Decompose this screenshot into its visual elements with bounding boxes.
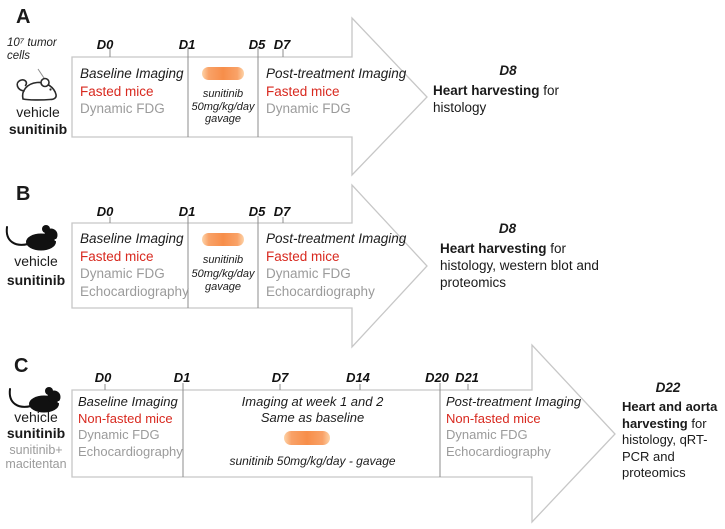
panel-c-week-imaging-note: Imaging at week 1 and 2 Same as baseline xyxy=(241,394,384,425)
day-label-c-d7: D7 xyxy=(271,370,289,385)
endpoint-day-a: D8 xyxy=(499,63,517,78)
panel-a-treatment-block: sunitinib 50mg/kg/day gavage xyxy=(191,88,255,125)
panel-a-label: A xyxy=(16,6,31,28)
day-label-c-d14: D14 xyxy=(346,370,370,385)
group-macitentan-c: macitentan xyxy=(5,457,67,471)
panel-b-label: B xyxy=(16,183,31,205)
panel-c-posttreatment-block: Post-treatment Imaging Non-fasted mice D… xyxy=(446,394,582,459)
group-vehicle-c: vehicle xyxy=(14,409,58,425)
panel-a-arrow-outline xyxy=(71,16,428,177)
group-sunitinib-a: sunitinib xyxy=(8,121,68,137)
mouse-outline-icon xyxy=(16,77,57,101)
day-label-c-d21: D21 xyxy=(455,370,479,385)
panel-c-label: C xyxy=(14,355,29,377)
day-label-b-d5: D5 xyxy=(248,204,266,219)
pill-icon xyxy=(284,431,330,445)
panel-b-posttreatment-block: Post-treatment Imaging Fasted mice Dynam… xyxy=(266,231,407,299)
endpoint-text-b: Heart harvesting for histology, western … xyxy=(440,241,599,290)
day-label-c-d0: D0 xyxy=(94,370,112,385)
group-sunitinib-c: sunitinib xyxy=(6,425,66,441)
panel-c-endpoint: D22 Heart and aorta harvesting for histo… xyxy=(622,380,725,482)
panel-b-treatment-block: sunitinib 50mg/kg/day gavage xyxy=(191,254,255,293)
group-vehicle-b: vehicle xyxy=(14,253,58,269)
mouse-silhouette-icon xyxy=(5,225,58,251)
group-sunitinib-plus-c: sunitinib+ xyxy=(9,443,63,457)
mouse-silhouette-icon xyxy=(8,387,61,413)
endpoint-text-c: Heart and aorta harvesting for histology… xyxy=(622,399,718,480)
day-label-c-d1: D1 xyxy=(173,370,191,385)
day-label-b-d1: D1 xyxy=(178,204,196,219)
panel-b-endpoint: D8 Heart harvesting for histology, weste… xyxy=(440,221,615,291)
group-sunitinib-b: sunitinib xyxy=(6,272,66,288)
pill-icon xyxy=(202,67,244,80)
day-label-a-d7: D7 xyxy=(273,37,291,52)
panel-b-arrow-outline xyxy=(71,183,428,349)
panel-c-treatment-line: sunitinib 50mg/kg/day - gavage xyxy=(229,454,396,468)
endpoint-day-b: D8 xyxy=(498,221,517,236)
day-label-a-d5: D5 xyxy=(248,37,266,52)
day-label-c-d20: D20 xyxy=(425,370,449,385)
panel-a-baseline-block: Baseline Imaging Fasted mice Dynamic FDG xyxy=(80,66,184,116)
day-label-a-d1: D1 xyxy=(178,37,196,52)
endpoint-day-c: D22 xyxy=(655,380,681,395)
pill-icon xyxy=(202,233,244,246)
panel-b-baseline-block: Baseline Imaging Fasted mice Dynamic FDG… xyxy=(80,231,189,299)
panel-c-arrow-outline xyxy=(71,343,616,524)
panel-a-posttreatment-block: Post-treatment Imaging Fasted mice Dynam… xyxy=(266,66,407,116)
panel-c-baseline-block: Baseline Imaging Non-fasted mice Dynamic… xyxy=(78,394,183,459)
panel-a-endpoint: D8 Heart harvesting for histology xyxy=(433,63,598,116)
day-label-b-d7: D7 xyxy=(273,204,291,219)
tumor-cells-note: 10⁷ tumor cells xyxy=(7,37,57,62)
endpoint-text-a: Heart harvesting for histology xyxy=(433,83,560,115)
day-label-b-d0: D0 xyxy=(96,204,114,219)
day-label-a-d0: D0 xyxy=(96,37,114,52)
group-vehicle-a: vehicle xyxy=(16,104,60,120)
